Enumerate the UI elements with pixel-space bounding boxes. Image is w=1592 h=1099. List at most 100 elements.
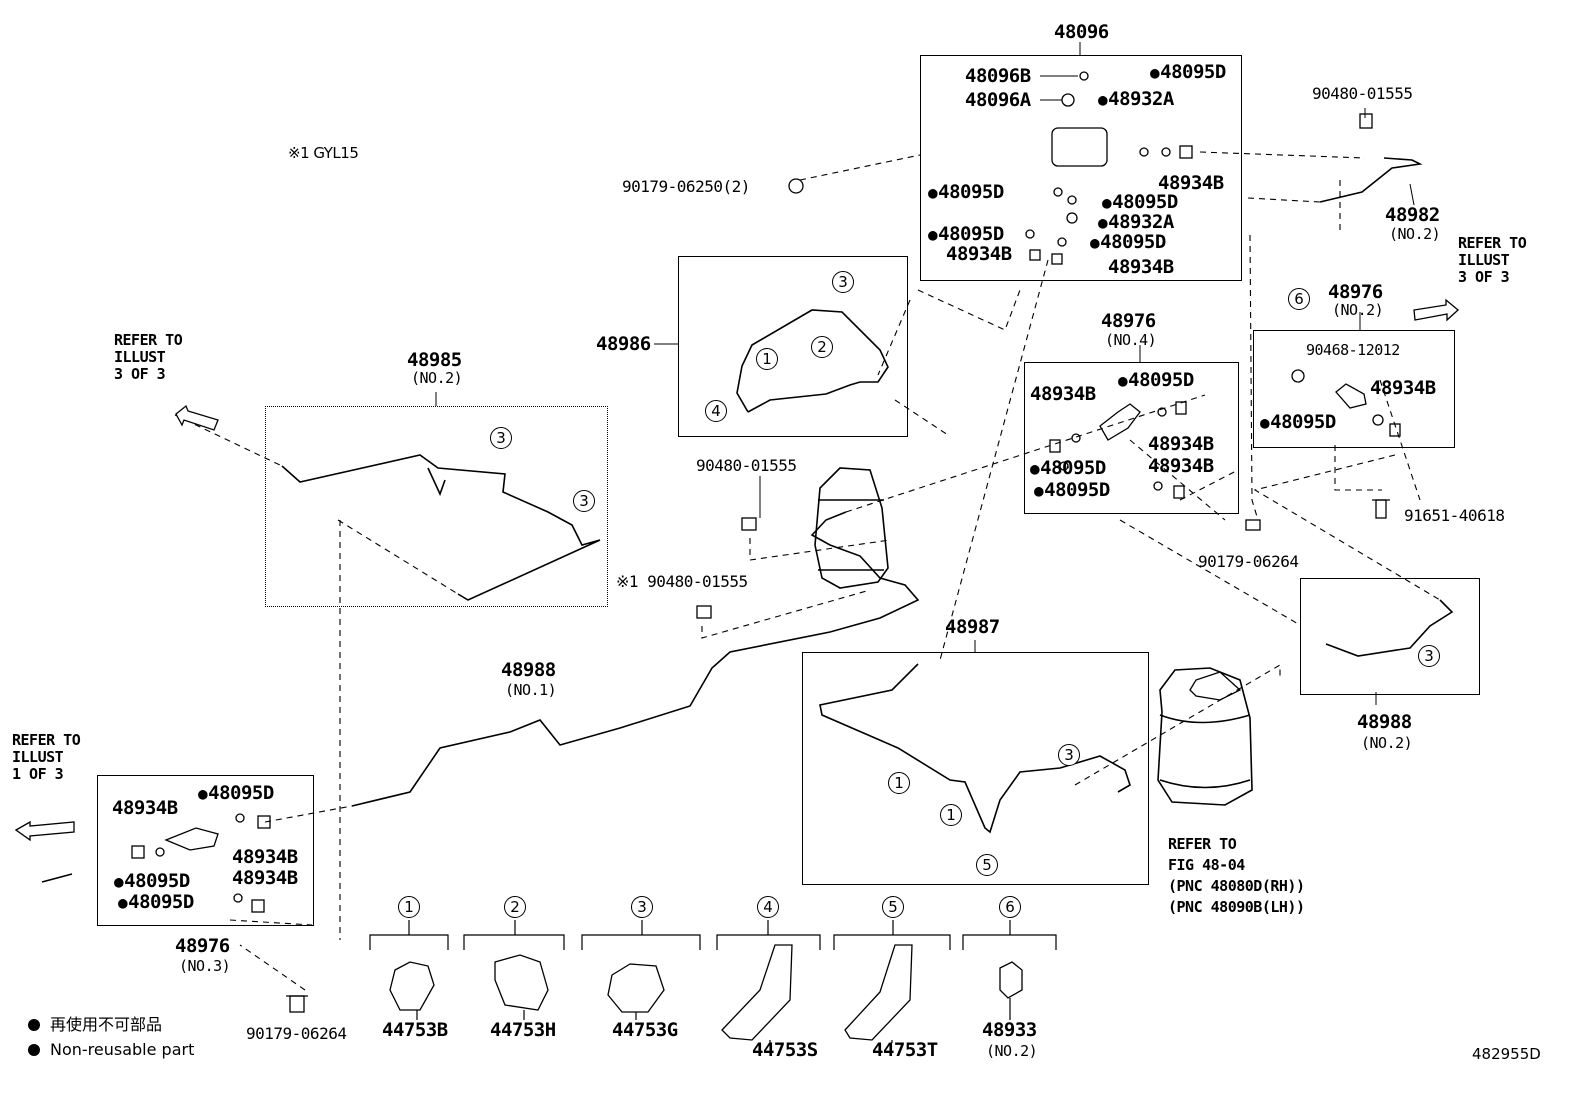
label-48976-no4: 48976 bbox=[1101, 310, 1156, 332]
no4-part-48095D-b: 48095D bbox=[1030, 458, 1106, 479]
callout-circle: 1 bbox=[888, 772, 910, 794]
pipe-48988-no1 bbox=[351, 511, 920, 807]
callout-circle: 4 bbox=[705, 400, 727, 422]
no2-part-48095D: 48095D bbox=[1260, 412, 1336, 433]
no2-part-48934B: 48934B bbox=[1370, 377, 1436, 399]
no4-part-48095D-a: 48095D bbox=[1118, 370, 1194, 391]
callout-circle: 3 bbox=[1058, 744, 1080, 766]
label-48976-no3-sub: (NO.3) bbox=[179, 957, 231, 975]
fastener-90179-06264-left: 90179-06264 bbox=[246, 1024, 347, 1043]
clamp-part-44753S: 44753S bbox=[752, 1039, 818, 1061]
label-48988-no1: 48988 bbox=[501, 659, 556, 681]
refer-fig-line3: (PNC 48080D(RH)) bbox=[1168, 877, 1305, 895]
no4-part-48095D-c: 48095D bbox=[1034, 480, 1110, 501]
fastener-90179-06264-right: 90179-06264 bbox=[1198, 552, 1299, 571]
part-48095D-5: 48095D bbox=[1090, 232, 1166, 253]
callout-circle: 2 bbox=[811, 336, 833, 358]
label-48985: 48985 bbox=[407, 349, 462, 371]
label-48988-no2-sub: (NO.2) bbox=[1361, 734, 1413, 752]
clamp-num-5: 5 bbox=[882, 896, 904, 918]
fastener-90179-06250: 90179-06250(2) bbox=[622, 177, 750, 196]
callout-circle: 6 bbox=[1288, 288, 1310, 310]
label-48988-no1-sub: (NO.1) bbox=[505, 681, 557, 699]
refer-left-bottom-line1: REFER TO bbox=[12, 731, 81, 749]
pipe-48986 bbox=[736, 309, 889, 413]
label-48985-sub: (NO.2) bbox=[411, 369, 463, 387]
refer-left-top: REFER TO ILLUST 3 OF 3 bbox=[114, 331, 183, 383]
label-48096: 48096 bbox=[1054, 21, 1109, 43]
fastener-91651-40618: 91651-40618 bbox=[1404, 506, 1505, 525]
fastener-90480-01555-star: ※1 90480-01555 bbox=[616, 572, 748, 591]
clamp-num-4: 4 bbox=[757, 896, 779, 918]
label-48976-no3: 48976 bbox=[175, 935, 230, 957]
box-assembly-48988-no2 bbox=[1300, 578, 1480, 695]
refer-left-bottom-line2: ILLUST bbox=[12, 748, 64, 766]
illustration-id: 482955D bbox=[1472, 1045, 1541, 1063]
label-48982-sub: (NO.2) bbox=[1389, 225, 1441, 243]
refer-right-top-line3: 3 OF 3 bbox=[1458, 268, 1510, 286]
clamp-num-1: 1 bbox=[398, 896, 420, 918]
clamp-num-6: 6 bbox=[999, 896, 1021, 918]
label-48976-no2: 48976 bbox=[1328, 281, 1383, 303]
clamp-part-44753B: 44753B bbox=[382, 1019, 448, 1041]
pipe-48987 bbox=[819, 663, 1131, 834]
box-assembly-48976-no2 bbox=[1253, 330, 1455, 448]
no3-part-48934B-a: 48934B bbox=[112, 797, 178, 819]
part-48934B-3: 48934B bbox=[1108, 256, 1174, 278]
callout-circle: 3 bbox=[1418, 645, 1440, 667]
callout-circle: 3 bbox=[490, 427, 512, 449]
clamp-part-44753G: 44753G bbox=[612, 1019, 678, 1041]
refer-right-top: REFER TO ILLUST 3 OF 3 bbox=[1458, 234, 1527, 286]
label-48987: 48987 bbox=[945, 616, 1000, 638]
box-assembly-48985 bbox=[265, 406, 608, 607]
label-48976-no4-sub: (NO.4) bbox=[1105, 331, 1157, 349]
refer-fig-line1: REFER TO bbox=[1168, 835, 1237, 853]
part-48095D-1: 48095D bbox=[1150, 62, 1226, 83]
box-assembly-48986 bbox=[678, 256, 908, 437]
no2-part-90468: 90468-12012 bbox=[1306, 341, 1400, 359]
arrow-left-top bbox=[175, 404, 219, 431]
box-assembly-48987 bbox=[802, 652, 1149, 885]
fuel-tank bbox=[1157, 667, 1253, 806]
refer-left-top-line1: REFER TO bbox=[114, 331, 183, 349]
no3-part-48095D-c: 48095D bbox=[118, 892, 194, 913]
part-48095D-2: 48095D bbox=[928, 182, 1004, 203]
no3-part-48095D-a: 48095D bbox=[198, 783, 274, 804]
clamp-part-44753H: 44753H bbox=[490, 1019, 556, 1041]
refer-left-top-line3: 3 OF 3 bbox=[114, 365, 166, 383]
refer-fig-line2: FIG 48-04 bbox=[1168, 856, 1245, 874]
label-48982: 48982 bbox=[1385, 204, 1440, 226]
filter-canister bbox=[814, 467, 889, 589]
box-assembly-48976-no4 bbox=[1024, 362, 1239, 514]
part-48934B-2: 48934B bbox=[946, 243, 1012, 265]
box-assembly-48976-no3 bbox=[97, 775, 314, 926]
clamp-part-48933: 48933 bbox=[982, 1019, 1037, 1041]
legend-line-jp: 再使用不可部品 bbox=[50, 1015, 163, 1034]
refer-left-top-line2: ILLUST bbox=[114, 348, 166, 366]
part-48932A-1: 48932A bbox=[1098, 89, 1174, 110]
arrow-right-top bbox=[1413, 298, 1459, 322]
callout-circle: 3 bbox=[832, 271, 854, 293]
label-48976-no2-sub: (NO.2) bbox=[1332, 301, 1384, 319]
note-gyl15: ※1 GYL15 bbox=[288, 144, 359, 162]
clamp-part-44753T: 44753T bbox=[872, 1039, 938, 1061]
pipe-48985 bbox=[281, 454, 601, 601]
no4-part-48934B-a: 48934B bbox=[1030, 383, 1096, 405]
fastener-90480-01555-top: 90480-01555 bbox=[1312, 84, 1413, 103]
refer-left-bottom-line3: 1 OF 3 bbox=[12, 765, 64, 783]
refer-right-top-line2: ILLUST bbox=[1458, 251, 1510, 269]
pipe-48982 bbox=[1319, 157, 1423, 203]
no4-part-48934B-b: 48934B bbox=[1148, 433, 1214, 455]
no3-part-48934B-c: 48934B bbox=[232, 867, 298, 889]
refer-left-bottom: REFER TO ILLUST 1 OF 3 bbox=[12, 731, 81, 783]
clamp-part-48933-sub: (NO.2) bbox=[986, 1042, 1038, 1060]
clamp-num-2: 2 bbox=[504, 896, 526, 918]
part-48096B: 48096B bbox=[965, 65, 1031, 87]
refer-right-top-line1: REFER TO bbox=[1458, 234, 1527, 252]
clamp-num-3: 3 bbox=[631, 896, 653, 918]
label-48986: 48986 bbox=[596, 333, 651, 355]
callout-circle: 3 bbox=[573, 490, 595, 512]
part-48096A: 48096A bbox=[965, 89, 1031, 111]
box-assembly-48096 bbox=[920, 55, 1242, 281]
